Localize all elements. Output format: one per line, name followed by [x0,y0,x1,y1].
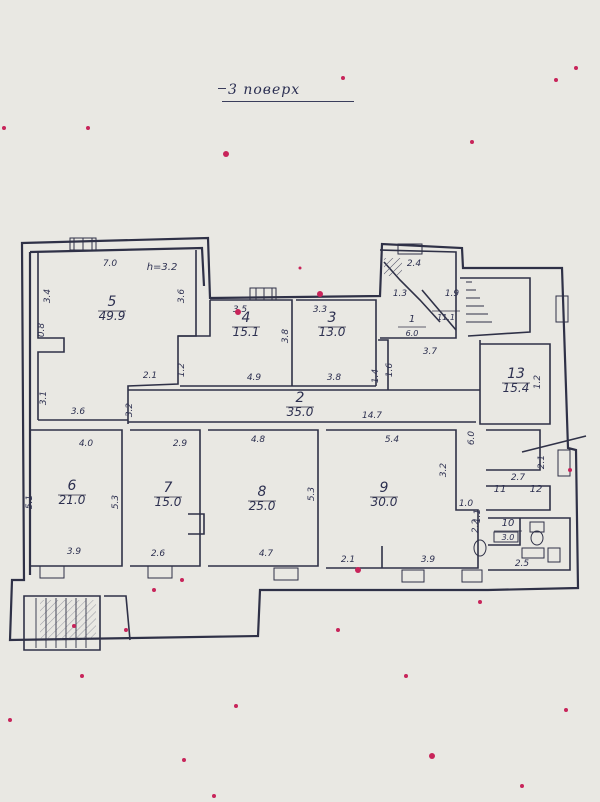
dimension-label: 2.2 [471,519,481,534]
dimension-label: 6.0 [467,431,477,446]
dimension-label: 3.3 [313,305,328,315]
dimension-label: 1.1 [473,509,483,523]
room-number: 12 [530,484,543,495]
dimension-label: 3.4 [43,289,53,304]
dimension-label: 1.9 [445,289,460,299]
windows [39,237,571,583]
dimension-label: 14.7 [362,411,382,421]
room-area: 3.0 [502,533,515,542]
dimension-label: 5.3 [111,495,121,510]
dimension-label: 5.1 [25,495,35,509]
title-underline [222,101,354,102]
room-area: 21.0 [59,493,86,507]
dimension-label: 2.7 [511,473,526,483]
room-number: 1 [409,314,415,325]
dimension-label: 3.6 [177,289,187,304]
dimension-label: 2.1 [537,455,547,469]
room-number: 3 [328,310,337,326]
dimension-label: 3.1 [39,391,49,405]
dimension-label: 1.3 [393,289,408,299]
room-area: 35.0 [287,405,314,419]
dimension-label: 2.1 [143,371,157,381]
dimension-label: 1.2 [177,363,187,378]
dimension-label: 2.6 [151,549,166,559]
stair-hatch [40,600,96,640]
dimension-label: 5.4 [385,435,400,445]
room-number: 8 [258,484,267,500]
dimension-label: 4.9 [247,373,262,383]
room-area: 15.1 [233,325,260,339]
room-number: 4 [242,310,251,326]
dimension-label: 3.9 [67,547,82,557]
dimension-label: 2.9 [173,439,188,449]
dimension-label: 2.1 [341,555,355,565]
ceiling-height: h=3.2 [147,262,178,273]
room-number: 9 [380,480,389,496]
dimension-label: 4.7 [259,549,274,559]
room-number: 5 [108,294,117,310]
room-area: 25.0 [249,499,276,513]
room-number: 10 [502,518,515,529]
dimension-label: 1.4 [371,369,381,384]
room-area: 49.9 [99,309,126,323]
room-area: 6.0 [406,329,419,338]
vent-hatch [384,258,402,276]
room-number: 6 [68,478,77,494]
dimension-label: 0.8 [37,323,47,338]
dimension-label: 3.6 [71,407,86,417]
room-area: 13.0 [319,325,346,339]
room-number: 13 [507,366,525,382]
dimension-label: 3.8 [327,373,342,383]
dimension-label: 1.2 [533,375,543,390]
room-area: 11.1 [437,313,455,322]
room-area: 30.0 [371,495,398,509]
dimension-label: 2.5 [515,559,530,569]
dimension-label: 3.2 [125,403,135,418]
dimension-label: 3.7 [423,347,438,357]
dimension-label: 3.9 [421,555,436,565]
floor-title: 3 поверх [228,82,301,98]
dimension-label: 4.0 [79,439,94,449]
sanitary-fixtures [473,521,561,563]
dimension-label: 7.0 [103,259,118,269]
dimension-label: 2.4 [407,259,422,269]
room-area: 15.4 [503,381,530,395]
title-dash [218,88,226,89]
room-number: 2 [296,390,305,406]
dimension-label: 5.3 [307,487,317,502]
dimension-label: 1.0 [459,499,474,509]
dimension-label: 3.8 [281,329,291,344]
room-number: 11 [494,484,507,495]
outer-walls [8,236,580,642]
dimension-label: 4.8 [251,435,266,445]
dimension-label: 3.2 [439,463,449,478]
room-area: 15.0 [155,495,182,509]
room-number: 7 [164,480,173,496]
ink-dots [2,66,578,798]
dimension-label: 1.6 [385,363,395,378]
